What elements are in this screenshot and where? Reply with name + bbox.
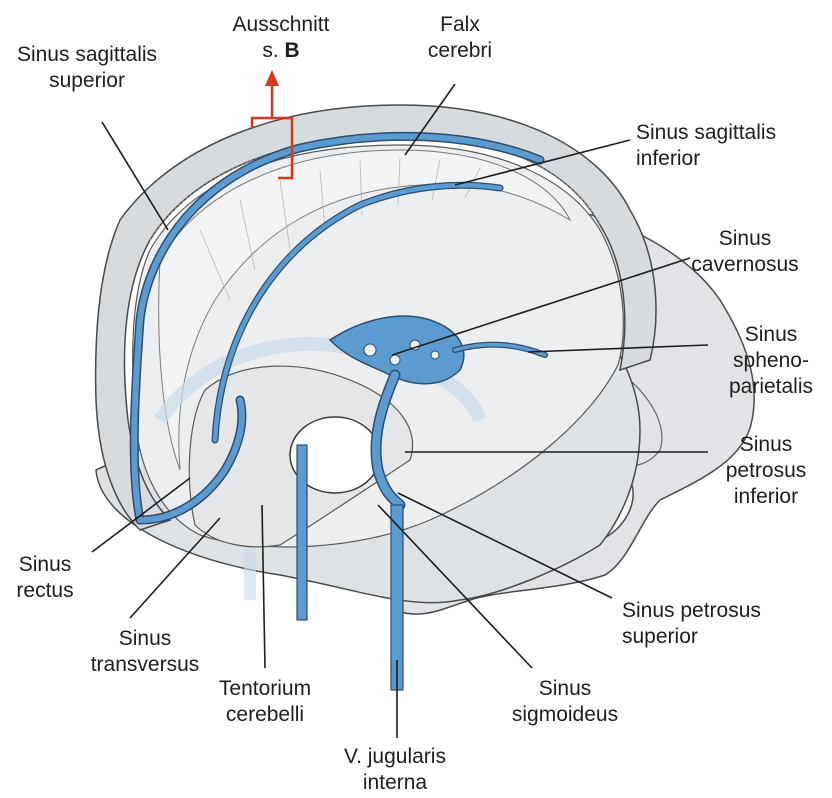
label-sinus-rectus: Sinus rectus xyxy=(0,552,90,604)
jugular-vein-left xyxy=(297,445,307,620)
label-sinus-rectus-line2: rectus xyxy=(0,578,90,604)
label-sinus-petrosus-inferior-line2: petrosus xyxy=(716,458,816,484)
label-sinus-cavernosus: Sinus cavernosus xyxy=(680,226,810,278)
label-v-jugularis-interna: V. jugularis interna xyxy=(330,744,460,796)
label-sinus-transversus-line2: transversus xyxy=(80,652,210,678)
cavernosus-gap xyxy=(431,351,439,359)
label-falx-cerebri-line1: Falx xyxy=(405,12,515,38)
label-falx-cerebri: Falx cerebri xyxy=(405,12,515,64)
label-sinus-sagittalis-superior: Sinus sagittalis superior xyxy=(2,42,172,94)
label-ausschnitt: Ausschnitt s. B xyxy=(216,12,346,64)
label-sinus-sagittalis-superior-line2: superior xyxy=(2,68,172,94)
label-sinus-petrosus-inferior-line1: Sinus xyxy=(716,432,816,458)
label-sinus-sphenoparietalis: Sinus spheno- parietalis xyxy=(716,322,826,400)
cavernosus-gap xyxy=(364,344,376,356)
label-tentorium-cerebelli-line2: cerebelli xyxy=(200,702,330,728)
label-sinus-sigmoideus: Sinus sigmoideus xyxy=(500,676,630,728)
label-sinus-sagittalis-inferior-line1: Sinus sagittalis xyxy=(636,120,776,146)
label-sinus-rectus-line1: Sinus xyxy=(0,552,90,578)
label-sinus-petrosus-superior-line2: superior xyxy=(622,624,761,650)
label-sinus-transversus-line1: Sinus xyxy=(80,626,210,652)
label-sinus-sagittalis-inferior: Sinus sagittalis inferior xyxy=(636,120,776,172)
label-sinus-sagittalis-superior-line1: Sinus sagittalis xyxy=(2,42,172,68)
label-v-jugularis-interna-line1: V. jugularis xyxy=(330,744,460,770)
label-tentorium-cerebelli: Tentorium cerebelli xyxy=(200,676,330,728)
cavernosus-gap xyxy=(390,355,400,365)
label-ausschnitt-prefix: s. xyxy=(262,39,284,62)
label-ausschnitt-line1: Ausschnitt xyxy=(216,12,346,38)
label-falx-cerebri-line2: cerebri xyxy=(405,38,515,64)
label-sinus-transversus: Sinus transversus xyxy=(80,626,210,678)
label-sinus-sagittalis-inferior-line2: inferior xyxy=(636,146,776,172)
label-v-jugularis-interna-line2: interna xyxy=(330,770,460,796)
label-sinus-sigmoideus-line1: Sinus xyxy=(500,676,630,702)
label-sinus-sigmoideus-line2: sigmoideus xyxy=(500,702,630,728)
label-sinus-sphenoparietalis-line2: spheno- xyxy=(716,348,826,374)
label-sinus-sphenoparietalis-line3: parietalis xyxy=(716,374,826,400)
label-sinus-cavernosus-line2: cavernosus xyxy=(680,252,810,278)
section-arrow-head xyxy=(265,70,279,86)
label-ausschnitt-line2: s. B xyxy=(216,38,346,64)
label-sinus-petrosus-inferior: Sinus petrosus inferior xyxy=(716,432,816,510)
label-sinus-petrosus-superior: Sinus petrosus superior xyxy=(622,598,761,650)
label-sinus-sphenoparietalis-line1: Sinus xyxy=(716,322,826,348)
label-sinus-petrosus-superior-line1: Sinus petrosus xyxy=(622,598,761,624)
label-tentorium-cerebelli-line1: Tentorium xyxy=(200,676,330,702)
label-sinus-petrosus-inferior-line3: inferior xyxy=(716,484,816,510)
label-sinus-cavernosus-line1: Sinus xyxy=(680,226,810,252)
label-ausschnitt-ref: B xyxy=(285,39,300,62)
